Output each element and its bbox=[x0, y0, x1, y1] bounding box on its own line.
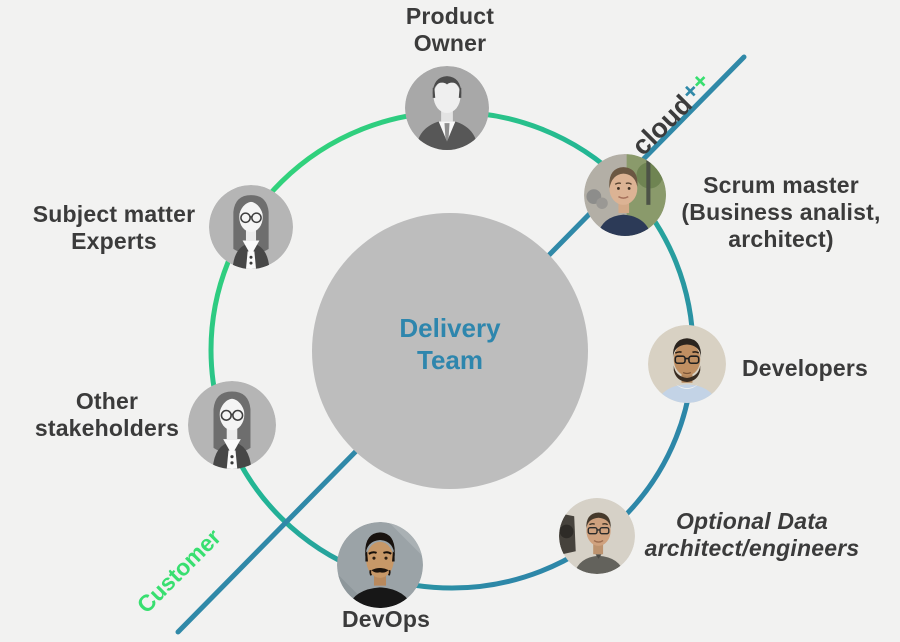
delivery-team-circle bbox=[312, 213, 588, 489]
other-stakeholders-avatar bbox=[188, 381, 276, 469]
other-stakeholders-label-line2: stakeholders bbox=[34, 415, 180, 441]
data-architect-photo bbox=[559, 498, 635, 574]
subject-matter-label-line1: Subject matter bbox=[32, 201, 196, 227]
businesswoman-icon bbox=[188, 381, 276, 469]
scrum-master-label-line1: Scrum master bbox=[703, 172, 859, 198]
product-owner-avatar bbox=[405, 66, 489, 150]
data-architect-label-line2: architect/engineers bbox=[644, 535, 860, 561]
subject-matter-label-line2: Experts bbox=[71, 228, 157, 254]
scrum-master-label: Scrum master (Business analist, architec… bbox=[651, 172, 900, 253]
devops-label-line1: DevOps bbox=[341, 606, 431, 632]
scrum-master-label-line3: architect) bbox=[728, 226, 834, 252]
data-architect-label-line1: Optional Data bbox=[675, 508, 829, 534]
developers-label-line1: Developers bbox=[741, 355, 868, 381]
other-stakeholders-label: Other stakeholders bbox=[7, 388, 207, 442]
other-stakeholders-label-line1: Other bbox=[75, 388, 139, 414]
man-photo-glasses bbox=[648, 325, 726, 403]
man-photo-mustache bbox=[337, 522, 423, 608]
delivery-team-title-line2: Team bbox=[417, 345, 483, 375]
scrum-master-label-line2: (Business analist, bbox=[681, 199, 881, 225]
developers-photo bbox=[648, 325, 726, 403]
delivery-team-title: Delivery Team bbox=[340, 312, 560, 376]
developers-label: Developers bbox=[685, 355, 900, 382]
devops-photo bbox=[337, 522, 423, 608]
product-owner-label-line1: Product bbox=[405, 3, 495, 29]
delivery-team-title-line1: Delivery bbox=[399, 313, 501, 343]
product-owner-label-line2: Owner bbox=[413, 30, 487, 56]
subject-matter-label: Subject matter Experts bbox=[14, 201, 214, 255]
product-owner-label: Product Owner bbox=[330, 3, 570, 57]
businessman-icon bbox=[405, 66, 489, 150]
data-architect-label: Optional Data architect/engineers bbox=[632, 508, 872, 562]
man-photo-office bbox=[559, 498, 635, 574]
subject-matter-experts-avatar bbox=[209, 185, 293, 269]
businesswoman-icon bbox=[209, 185, 293, 269]
devops-label: DevOps bbox=[286, 606, 486, 633]
